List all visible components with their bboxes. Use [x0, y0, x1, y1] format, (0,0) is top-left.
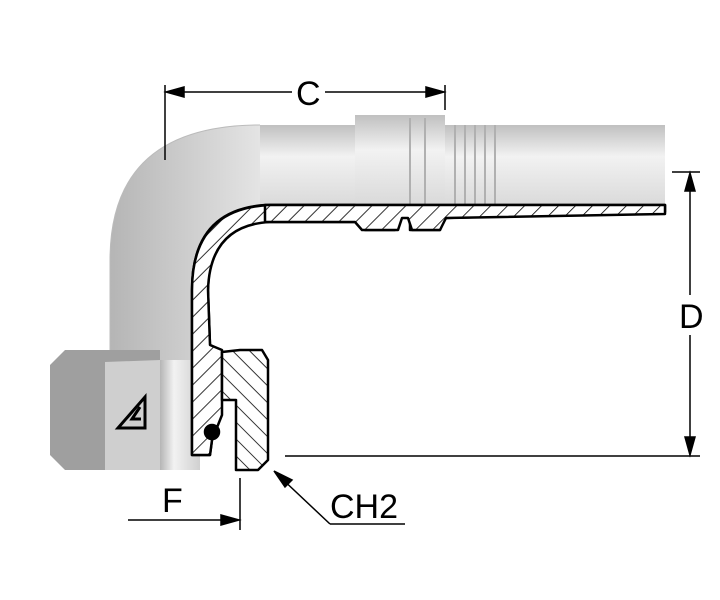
dimension-d: [285, 170, 700, 458]
o-ring: [203, 423, 221, 441]
ch2-leader: [273, 470, 405, 525]
dimension-f-label: F: [162, 482, 183, 520]
dimension-f: [128, 478, 242, 530]
ferrule-serrations: [409, 118, 496, 212]
hex-nut: [50, 350, 200, 470]
ch2-label: CH2: [330, 488, 398, 526]
dimension-c: [163, 85, 447, 160]
dimension-d-label: D: [679, 298, 704, 336]
dimension-c-label: C: [296, 75, 321, 113]
ferrule-collar: [355, 115, 445, 215]
section-view: [190, 203, 667, 472]
manufacturer-logo: [114, 392, 147, 430]
